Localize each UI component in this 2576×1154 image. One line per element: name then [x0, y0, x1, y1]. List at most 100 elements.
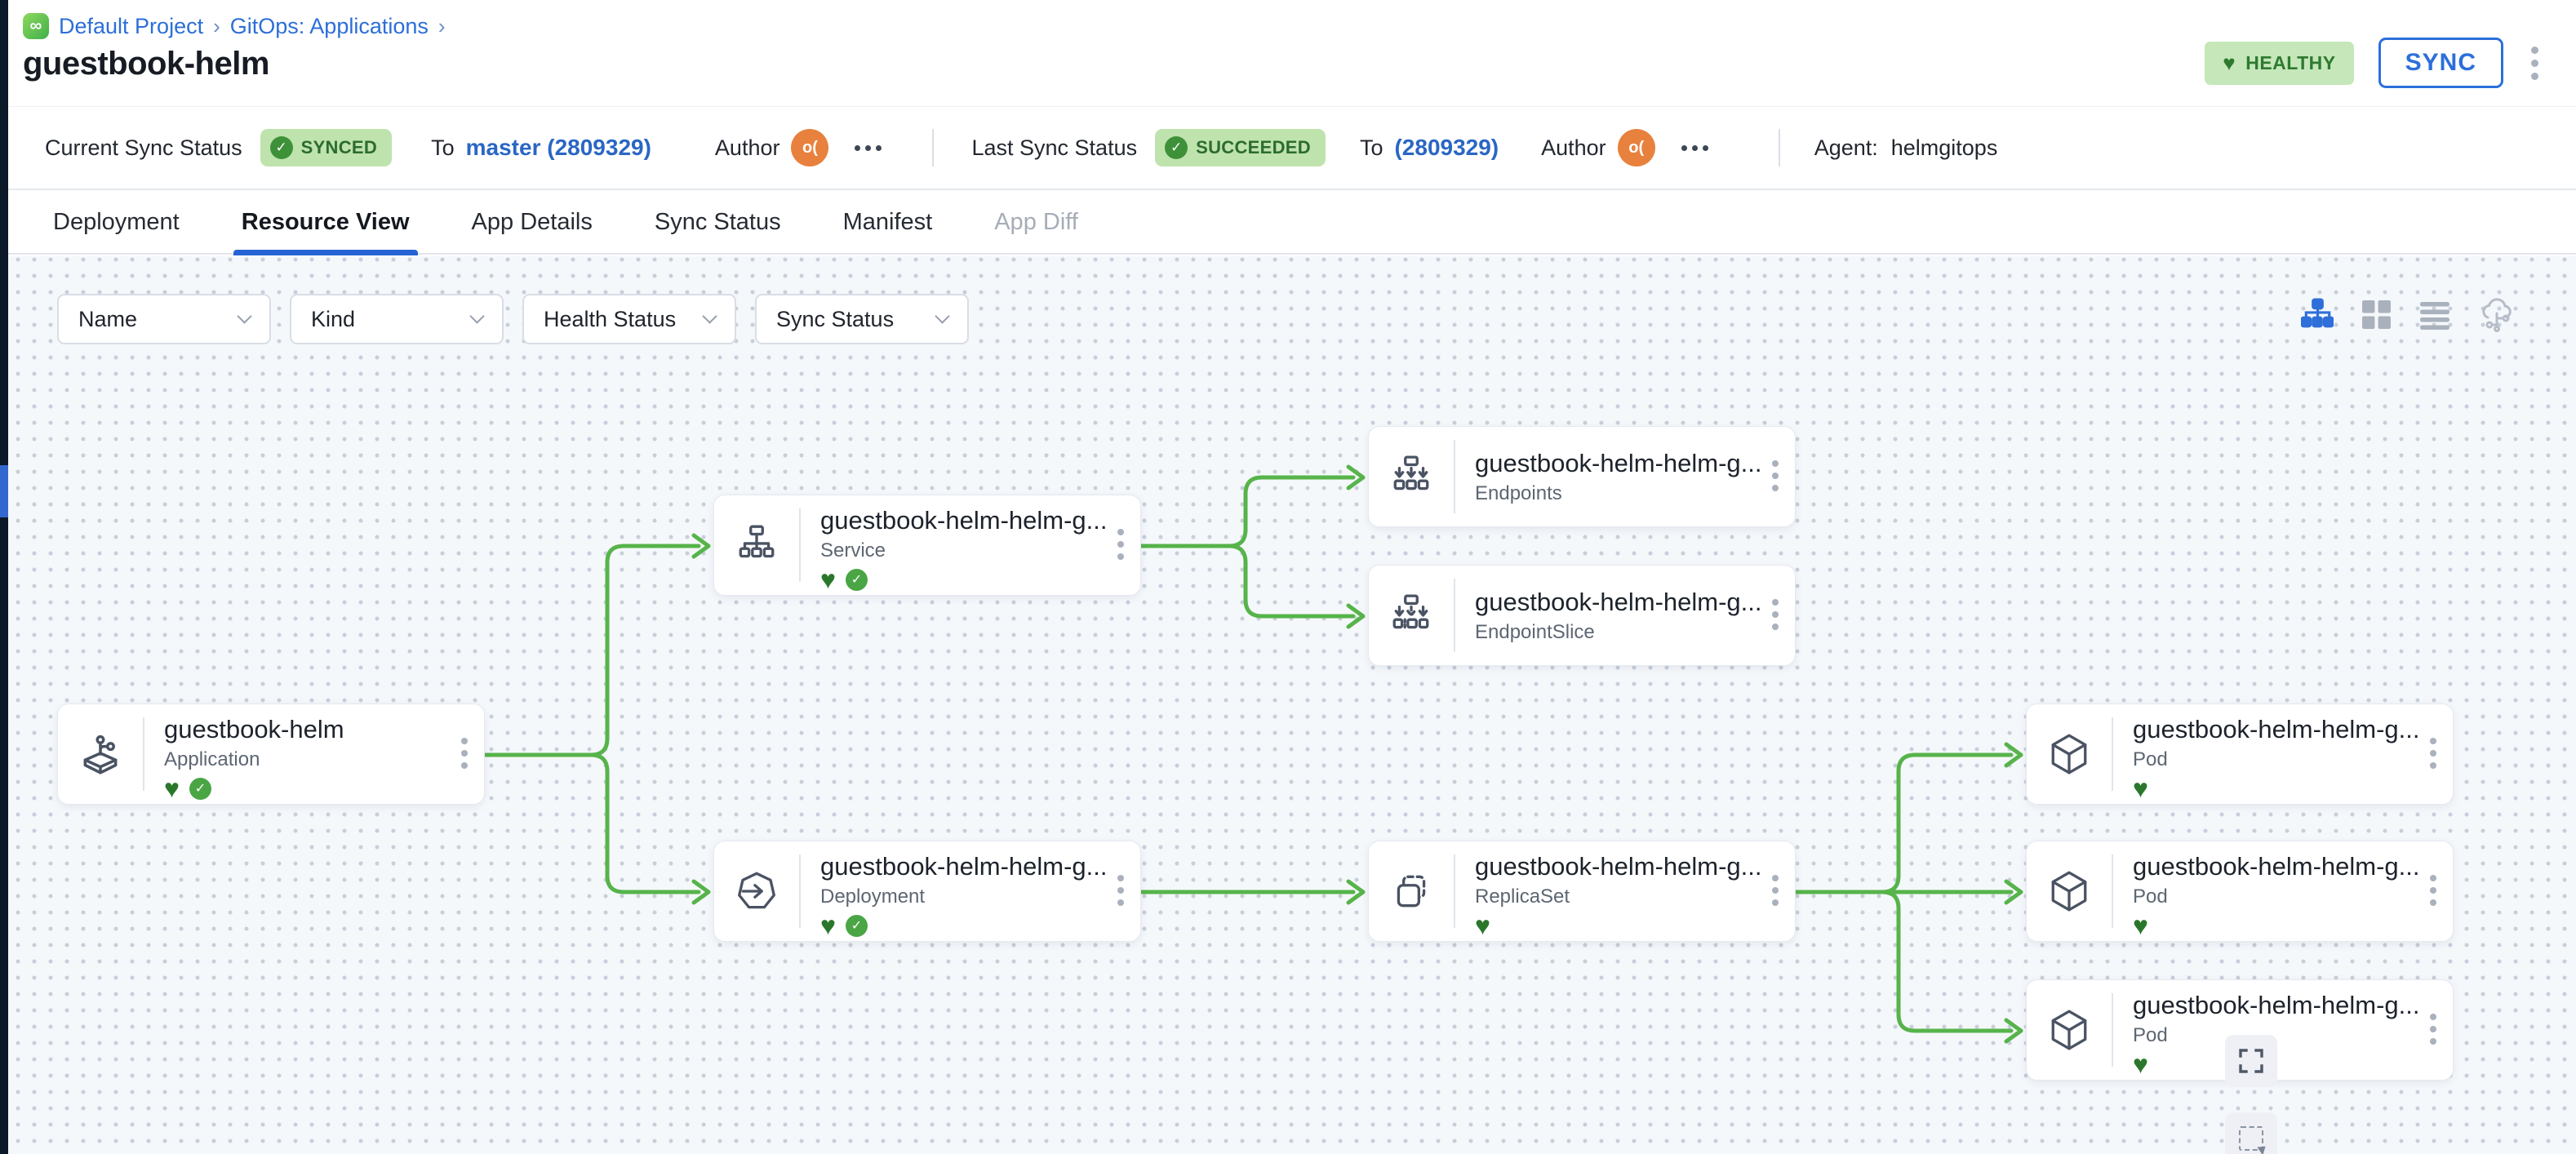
- marquee-selection-icon: [2239, 1126, 2263, 1151]
- node-title: guestbook-helm-helm-g...: [2133, 715, 2420, 743]
- node-title: guestbook-helm-helm-g...: [1475, 587, 1762, 616]
- breadcrumb: ∞ Default Project › GitOps: Applications…: [23, 13, 446, 39]
- kind-filter-dropdown[interactable]: Kind: [290, 294, 504, 344]
- sync-status-filter-dropdown[interactable]: Sync Status: [755, 294, 969, 344]
- divider: [1454, 579, 1455, 652]
- health-badge-label: HEALTHY: [2245, 51, 2336, 73]
- header-kebab-menu-icon[interactable]: [2528, 43, 2542, 83]
- node-menu-kebab-icon[interactable]: [1114, 872, 1127, 909]
- current-revision-link[interactable]: master (2809329): [465, 135, 651, 160]
- node-kind: ReplicaSet: [1475, 885, 1570, 908]
- node-application[interactable]: guestbook-helm Application ♥ ✓: [57, 703, 485, 805]
- dropdown-label: Name: [78, 306, 138, 331]
- tab-manifest[interactable]: Manifest: [842, 209, 933, 235]
- node-endpointslice[interactable]: guestbook-helm-helm-g... EndpointSlice: [1368, 565, 1796, 666]
- divider: [1454, 440, 1455, 513]
- grid-view-icon[interactable]: [2361, 300, 2392, 330]
- divider: [1454, 854, 1455, 928]
- heart-icon: ♥: [2223, 51, 2236, 75]
- tab-app-diff: App Diff: [994, 209, 1078, 235]
- sync-status-bar: Current Sync Status ✓ SYNCED To master (…: [0, 106, 2576, 190]
- endpointslice-icon: [1369, 566, 1454, 665]
- node-endpoints[interactable]: guestbook-helm-helm-g... Endpoints: [1368, 426, 1796, 527]
- app-header: ∞ Default Project › GitOps: Applications…: [0, 0, 2576, 106]
- node-pod-1[interactable]: guestbook-helm-helm-g... Pod ♥: [2026, 703, 2454, 805]
- tab-bar: Deployment Resource View App Details Syn…: [0, 192, 2576, 255]
- succeeded-badge-label: SUCCEEDED: [1196, 137, 1311, 158]
- author-label: Author: [1541, 135, 1606, 160]
- health-heart-icon: ♥: [820, 565, 836, 594]
- health-status-filter-dropdown[interactable]: Health Status: [522, 294, 736, 344]
- node-menu-kebab-icon[interactable]: [1769, 457, 1782, 495]
- tree-view-icon[interactable]: [2301, 298, 2334, 331]
- node-menu-kebab-icon[interactable]: [1769, 596, 1782, 633]
- node-replicaset[interactable]: guestbook-helm-helm-g... ReplicaSet ♥: [1368, 841, 1796, 942]
- pod-icon: [2027, 841, 2112, 941]
- tab-sync-status[interactable]: Sync Status: [654, 209, 781, 235]
- author-avatar: o(: [791, 129, 829, 166]
- node-title: guestbook-helm-helm-g...: [2133, 991, 2420, 1019]
- node-menu-kebab-icon[interactable]: [458, 735, 471, 772]
- cluster-view-icon[interactable]: [2478, 295, 2516, 333]
- health-heart-icon: ♥: [820, 911, 836, 940]
- node-service[interactable]: guestbook-helm-helm-g... Service ♥ ✓: [713, 495, 1141, 596]
- synced-badge: ✓ SYNCED: [260, 129, 393, 166]
- author-label: Author: [714, 135, 780, 160]
- node-menu-kebab-icon[interactable]: [1114, 526, 1127, 563]
- health-heart-icon: ♥: [2133, 1050, 2148, 1079]
- last-sync-label: Last Sync Status: [971, 135, 1138, 160]
- fit-view-button[interactable]: [2225, 1035, 2277, 1087]
- node-pod-2[interactable]: guestbook-helm-helm-g... Pod ♥: [2026, 841, 2454, 942]
- codefresh-logo-icon: ∞: [23, 13, 49, 39]
- marquee-select-button[interactable]: [2225, 1112, 2277, 1154]
- sync-check-icon: ✓: [846, 568, 868, 591]
- commit-more-icon[interactable]: [850, 140, 886, 156]
- resource-tree-canvas[interactable]: Name Kind Health Status Sync Status: [0, 256, 2576, 1154]
- pod-icon: [2027, 980, 2112, 1080]
- node-title: guestbook-helm-helm-g...: [1475, 852, 1762, 881]
- resource-tree-edges: [482, 464, 2023, 1044]
- dropdown-label: Health Status: [544, 306, 677, 331]
- check-circle-icon: ✓: [269, 136, 293, 159]
- active-tab-underline: [233, 250, 418, 255]
- collapsed-sidebar[interactable]: [0, 0, 8, 1154]
- endpoints-icon: [1369, 427, 1454, 526]
- node-kind: Pod: [2133, 1024, 2168, 1046]
- node-kind: Deployment: [820, 885, 926, 908]
- node-menu-kebab-icon[interactable]: [2427, 1010, 2440, 1048]
- breadcrumb-project-link[interactable]: Default Project: [59, 13, 204, 38]
- divider: [2112, 717, 2113, 791]
- tab-resource-view[interactable]: Resource View: [233, 191, 418, 255]
- node-kind: Service: [820, 539, 886, 561]
- divider: [143, 717, 144, 791]
- divider: [2112, 854, 2113, 928]
- last-revision-link[interactable]: (2809329): [1394, 135, 1499, 160]
- list-view-icon[interactable]: [2419, 299, 2450, 330]
- node-menu-kebab-icon[interactable]: [2427, 872, 2440, 909]
- sync-button[interactable]: SYNC: [2378, 38, 2503, 88]
- health-heart-icon: ♥: [2133, 911, 2148, 940]
- node-title: guestbook-helm-helm-g...: [1475, 448, 1762, 477]
- node-deployment[interactable]: guestbook-helm-helm-g... Deployment ♥ ✓: [713, 841, 1141, 942]
- health-status-badge: ♥ HEALTHY: [2205, 41, 2354, 85]
- to-label: To: [431, 135, 455, 160]
- view-mode-toolbar: [2301, 295, 2516, 333]
- tab-deployment[interactable]: Deployment: [53, 209, 180, 235]
- health-heart-icon: ♥: [164, 774, 180, 803]
- name-filter-dropdown[interactable]: Name: [57, 294, 271, 344]
- filter-bar: Name Kind Health Status Sync Status: [57, 294, 969, 344]
- breadcrumb-applications-link[interactable]: GitOps: Applications: [229, 13, 429, 38]
- breadcrumb-separator: ›: [437, 13, 446, 38]
- sync-check-icon: ✓: [846, 914, 868, 937]
- to-label: To: [1359, 135, 1383, 160]
- divider: [2112, 993, 2113, 1067]
- health-heart-icon: ♥: [1475, 911, 1490, 940]
- tab-app-details[interactable]: App Details: [471, 209, 593, 235]
- current-sync-label: Current Sync Status: [45, 135, 242, 160]
- commit-more-icon[interactable]: [1677, 140, 1713, 156]
- node-kind: EndpointSlice: [1475, 620, 1595, 643]
- node-menu-kebab-icon[interactable]: [1769, 872, 1782, 909]
- node-title: guestbook-helm: [164, 715, 344, 743]
- node-menu-kebab-icon[interactable]: [2427, 735, 2440, 772]
- dropdown-label: Sync Status: [776, 306, 895, 331]
